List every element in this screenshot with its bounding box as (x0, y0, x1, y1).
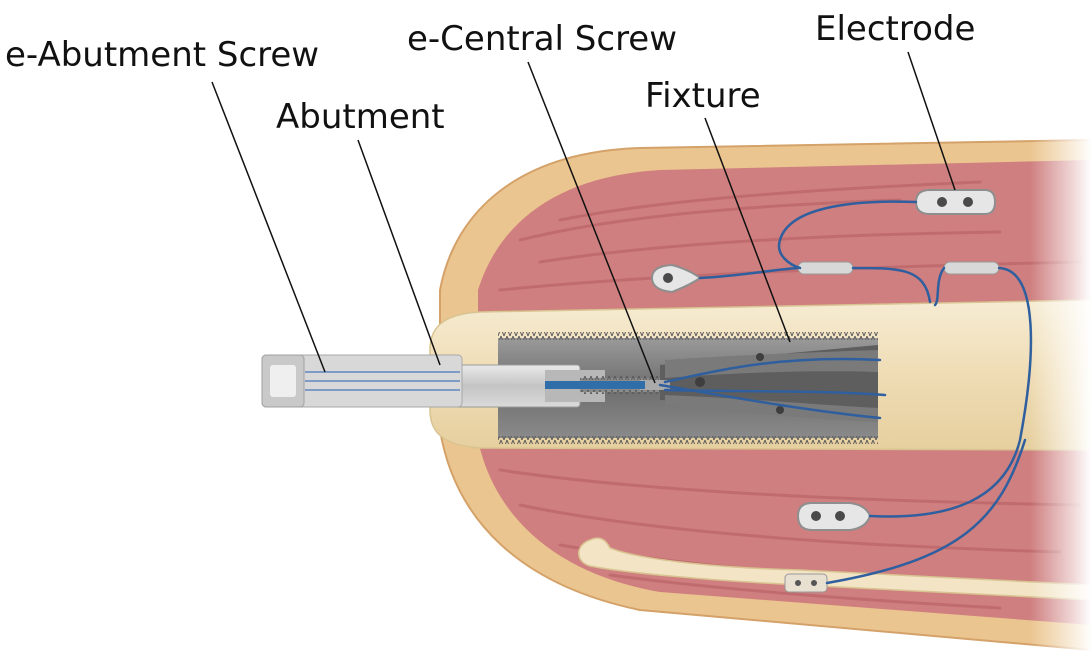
lead-sleeve-2 (944, 262, 999, 274)
central-conductor (545, 381, 645, 389)
label-central-screw: e-Central Screw (407, 19, 677, 59)
label-abutment-screw: e-Abutment Screw (5, 35, 319, 75)
electrode-top-right (916, 190, 995, 214)
abutment-screw (262, 355, 462, 407)
leader-abutment (358, 140, 440, 365)
muscle-lower (478, 440, 1092, 625)
electrode-bottom (798, 503, 870, 530)
lead-sleeve-1 (798, 262, 853, 274)
label-fixture: Fixture (645, 76, 761, 116)
label-abutment: Abutment (276, 97, 445, 137)
bone-electrode-cuff (785, 574, 827, 592)
label-electrode: Electrode (815, 9, 975, 49)
